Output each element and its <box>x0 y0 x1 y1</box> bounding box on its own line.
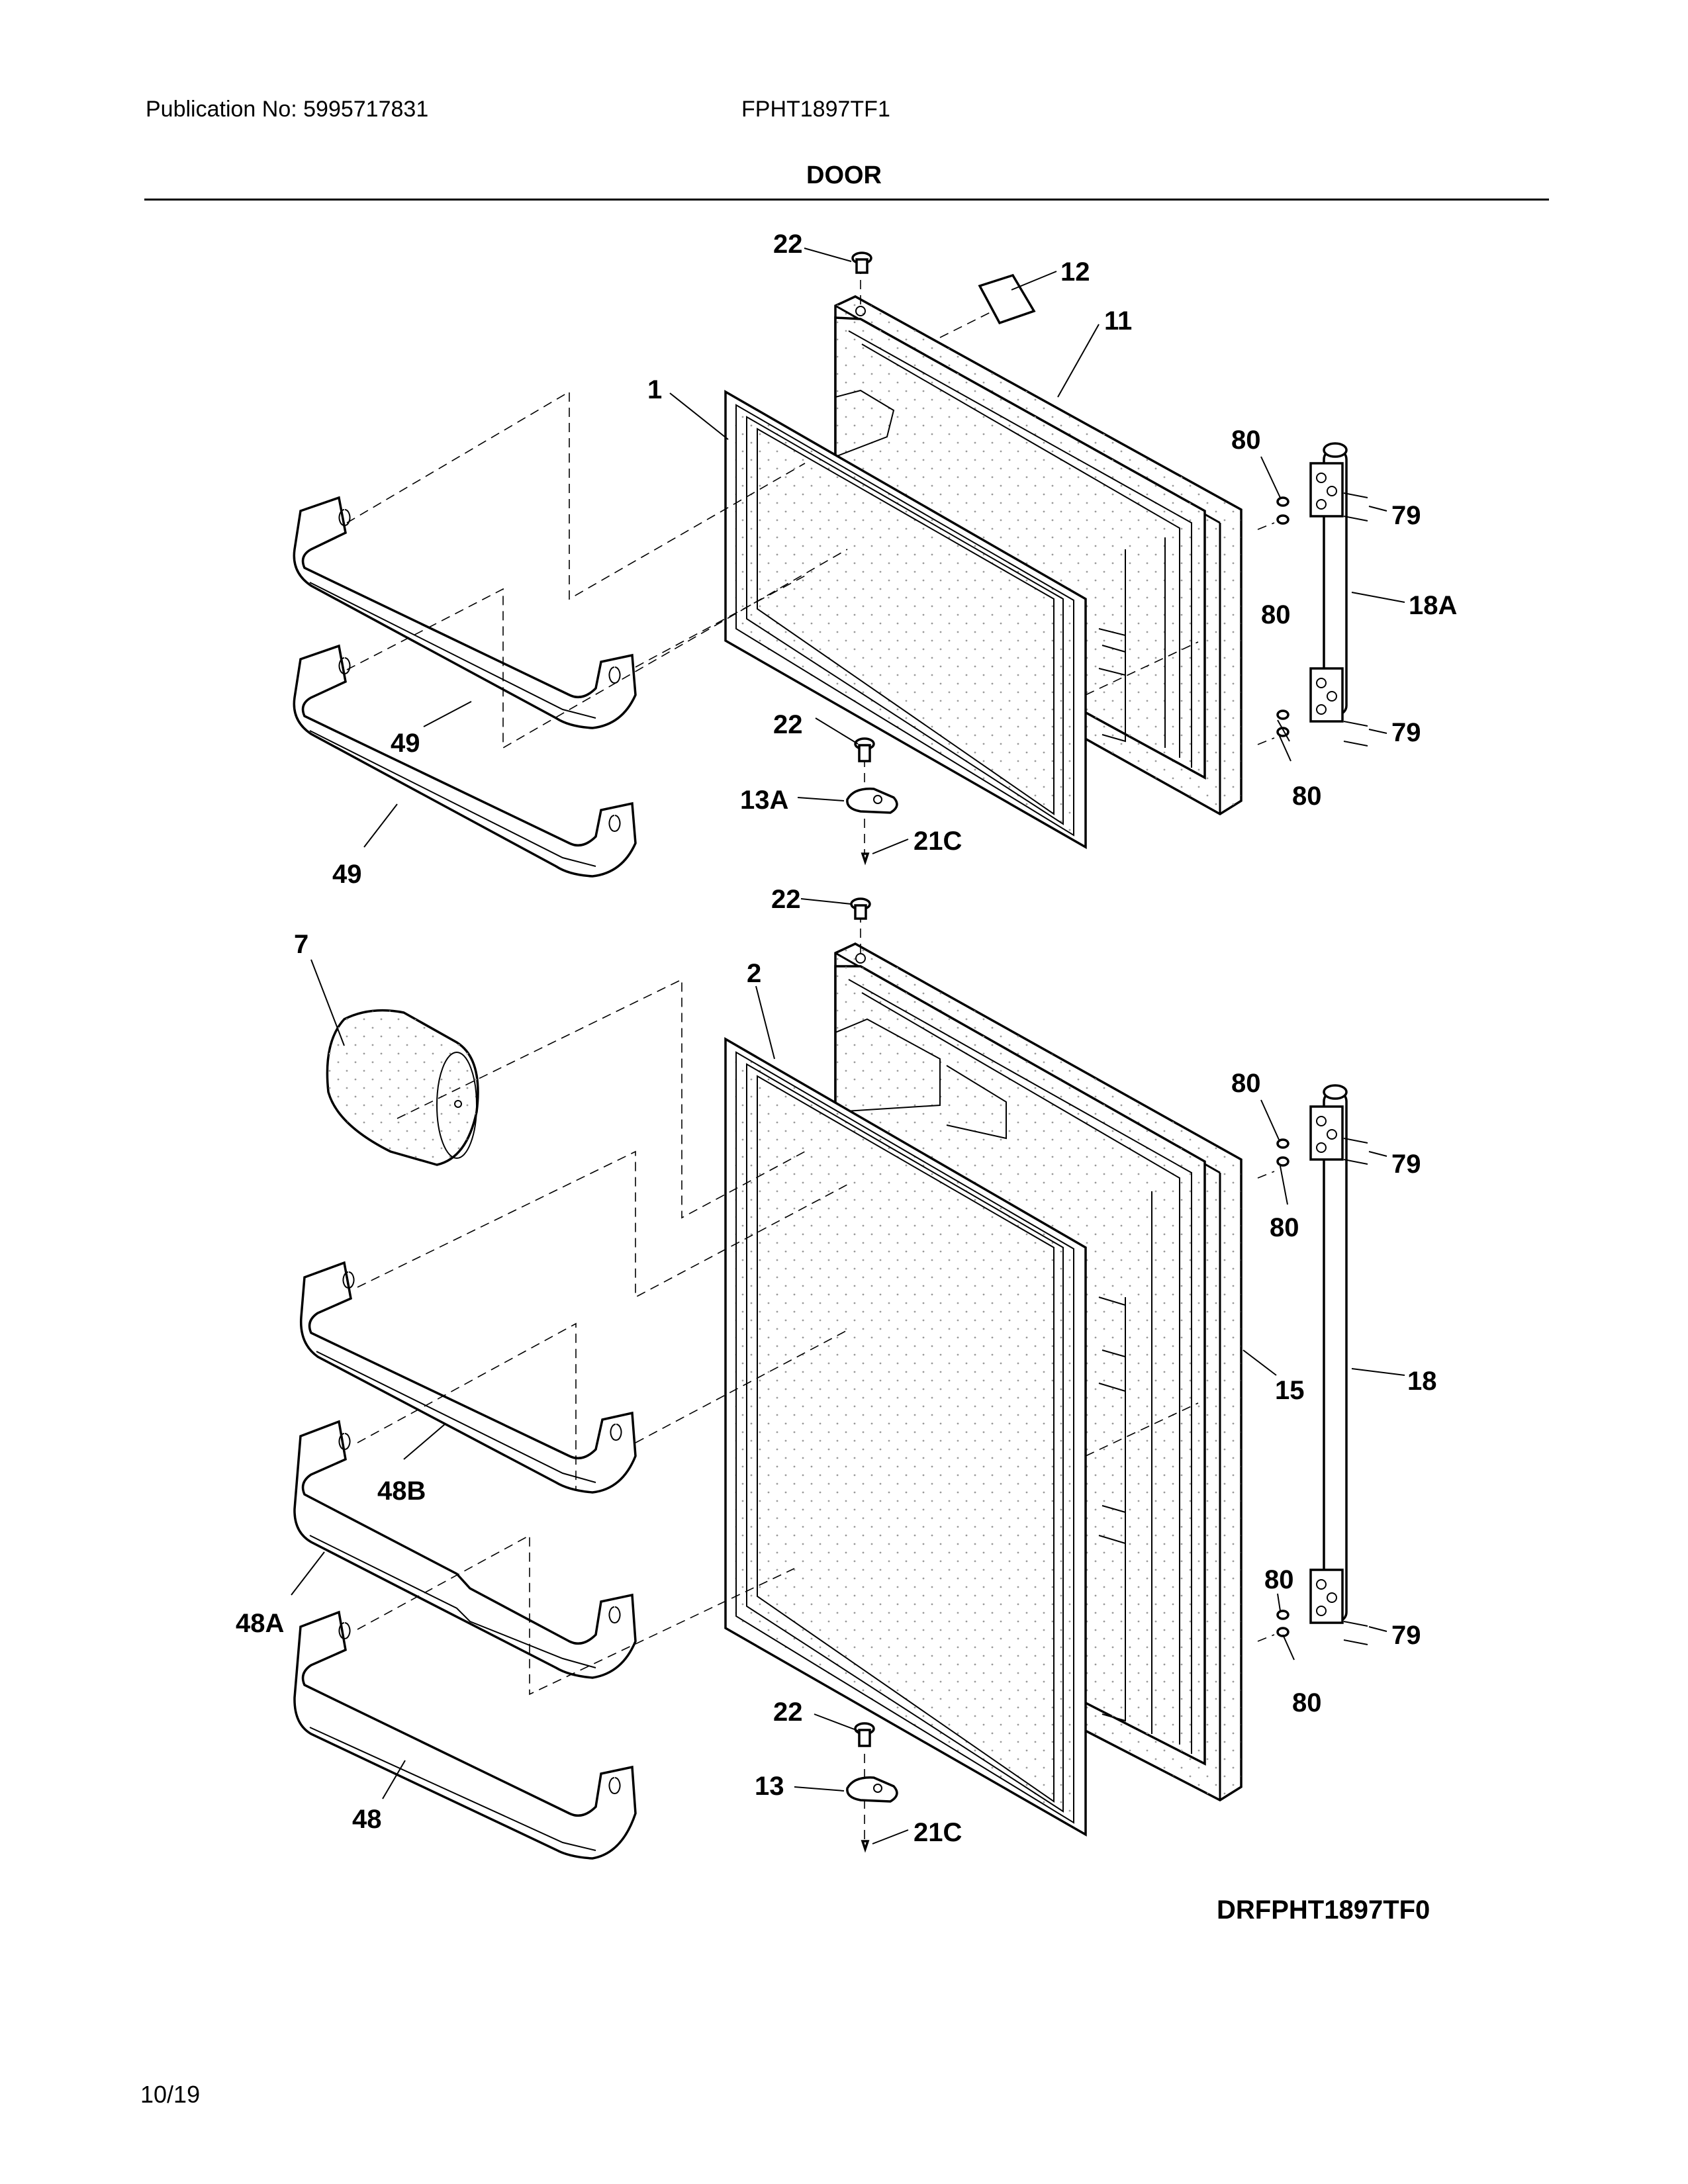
callout-12: 12 <box>1060 257 1090 287</box>
door-shelf-48 <box>293 1610 637 1860</box>
freezer-screw-21c <box>861 852 870 866</box>
callout-80: 80 <box>1292 1688 1322 1717</box>
callout-80: 80 <box>1231 426 1261 455</box>
freezer-alignment-lines <box>346 265 1275 860</box>
callout-22: 22 <box>773 230 803 259</box>
freezer-bottom-screw-22 <box>854 737 875 762</box>
freezer-hinge-bracket-13a <box>846 788 898 814</box>
callout-leader-lines <box>291 248 1405 1844</box>
callout-1: 1 <box>647 375 662 404</box>
part-12-label <box>978 273 1036 325</box>
callout-79: 79 <box>1391 1621 1421 1650</box>
door-shelf-48b <box>299 1261 637 1494</box>
callout-48: 48 <box>352 1805 382 1834</box>
callout-2: 2 <box>747 959 761 988</box>
callout-79: 79 <box>1391 1150 1421 1179</box>
publication-number: Publication No: 5995717831 <box>146 97 429 122</box>
handle-screws-80 <box>1276 496 1289 1637</box>
publication-date: 10/19 <box>140 2081 201 2108</box>
callout-80: 80 <box>1292 782 1322 811</box>
callout-7: 7 <box>294 930 308 959</box>
fresh-food-top-screw-22 <box>850 897 871 920</box>
callout-22: 22 <box>773 710 803 739</box>
freezer-shelf-49-lower <box>293 644 637 878</box>
callout-79: 79 <box>1391 718 1421 747</box>
freezer-top-screw-22 <box>851 251 872 274</box>
callout-11: 11 <box>1104 306 1132 336</box>
callout-49: 49 <box>391 729 420 758</box>
callout-13a: 13A <box>740 786 788 815</box>
callout-15: 15 <box>1275 1376 1305 1405</box>
freezer-door-gasket <box>724 389 1087 850</box>
fresh-food-hinge-bracket-13 <box>846 1776 898 1803</box>
dairy-bin-7 <box>326 1009 479 1166</box>
model-number: FPHT1897TF1 <box>741 97 890 122</box>
header-rule <box>144 199 1549 201</box>
callout-18: 18 <box>1407 1367 1437 1396</box>
callout-80: 80 <box>1270 1213 1299 1242</box>
freezer-shelf-49-upper <box>293 496 637 729</box>
fresh-food-handle-18 <box>1309 1084 1368 1645</box>
callout-49: 49 <box>332 860 362 889</box>
callout-48b: 48B <box>377 1477 426 1506</box>
callout-21c: 21C <box>914 1818 962 1847</box>
diagram-id: DRFPHT1897TF0 <box>1217 1895 1430 1925</box>
fresh-food-door-gasket <box>724 1036 1087 1837</box>
callout-labels: 22 12 11 1 80 79 18A 80 79 80 22 13A 21C… <box>236 230 1457 1847</box>
fresh-food-bottom-screw-22 <box>854 1722 875 1747</box>
callout-48a: 48A <box>236 1609 284 1638</box>
door-shelf-48a <box>293 1420 637 1679</box>
callout-22: 22 <box>771 885 801 914</box>
callout-80: 80 <box>1264 1565 1294 1594</box>
freezer-handle-18a <box>1309 442 1368 747</box>
fresh-food-alignment-lines <box>357 913 1275 1846</box>
callout-13: 13 <box>755 1772 784 1801</box>
callout-18a: 18A <box>1409 591 1457 620</box>
callout-80: 80 <box>1231 1069 1261 1098</box>
callout-80: 80 <box>1261 600 1291 629</box>
section-title: DOOR <box>806 161 882 189</box>
callout-21c: 21C <box>914 827 962 856</box>
fresh-food-screw-21c <box>861 1840 870 1853</box>
callout-22: 22 <box>773 1698 803 1727</box>
callout-79: 79 <box>1391 501 1421 530</box>
